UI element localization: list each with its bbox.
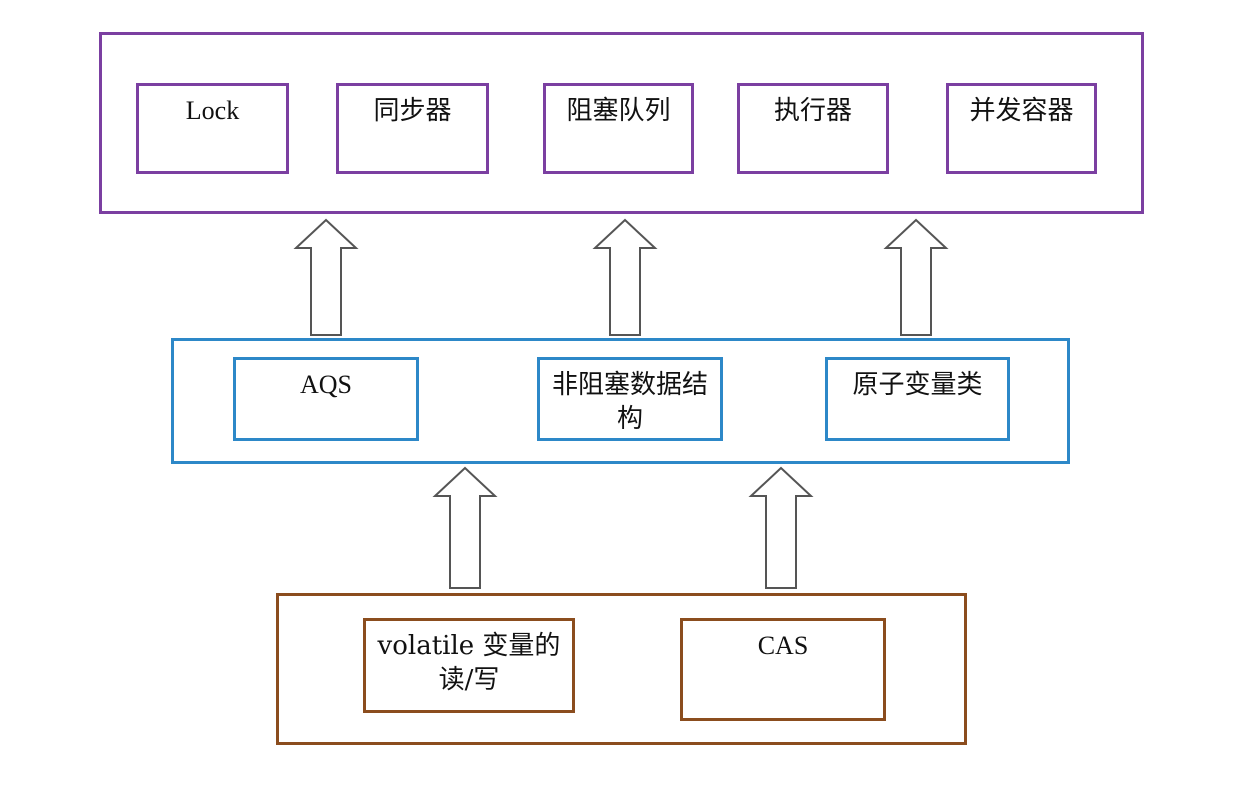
synchronizer-box: 同步器 [336, 83, 489, 174]
volatile-box: volatile 变量的读/写 [363, 618, 575, 713]
concurrent-container-box: 并发容器 [946, 83, 1097, 174]
aqs-label: AQS [299, 370, 352, 399]
non-blocking-structure-label: 非阻塞数据结构 [551, 370, 708, 434]
arrow-up-icon [592, 218, 658, 336]
atomic-variable-box: 原子变量类 [825, 357, 1010, 441]
atomic-variable-label: 原子变量类 [852, 370, 983, 400]
aqs-box: AQS [233, 357, 419, 441]
arrow-up-icon [293, 218, 359, 336]
lock-label: Lock [185, 96, 240, 125]
arrow-up-icon [748, 466, 814, 589]
executor-label: 执行器 [773, 96, 852, 126]
executor-box: 执行器 [737, 83, 889, 174]
blocking-queue-label: 阻塞队列 [566, 96, 671, 126]
arrow-up-icon [883, 218, 949, 336]
lock-box: Lock [136, 83, 289, 174]
synchronizer-label: 同步器 [373, 96, 452, 126]
non-blocking-structure-box: 非阻塞数据结构 [537, 357, 723, 441]
cas-label: CAS [757, 631, 809, 660]
volatile-label: volatile 变量的读/写 [377, 631, 561, 695]
cas-box: CAS [680, 618, 886, 721]
concurrent-container-label: 并发容器 [969, 96, 1074, 126]
arrow-up-icon [432, 466, 498, 589]
blocking-queue-box: 阻塞队列 [543, 83, 694, 174]
